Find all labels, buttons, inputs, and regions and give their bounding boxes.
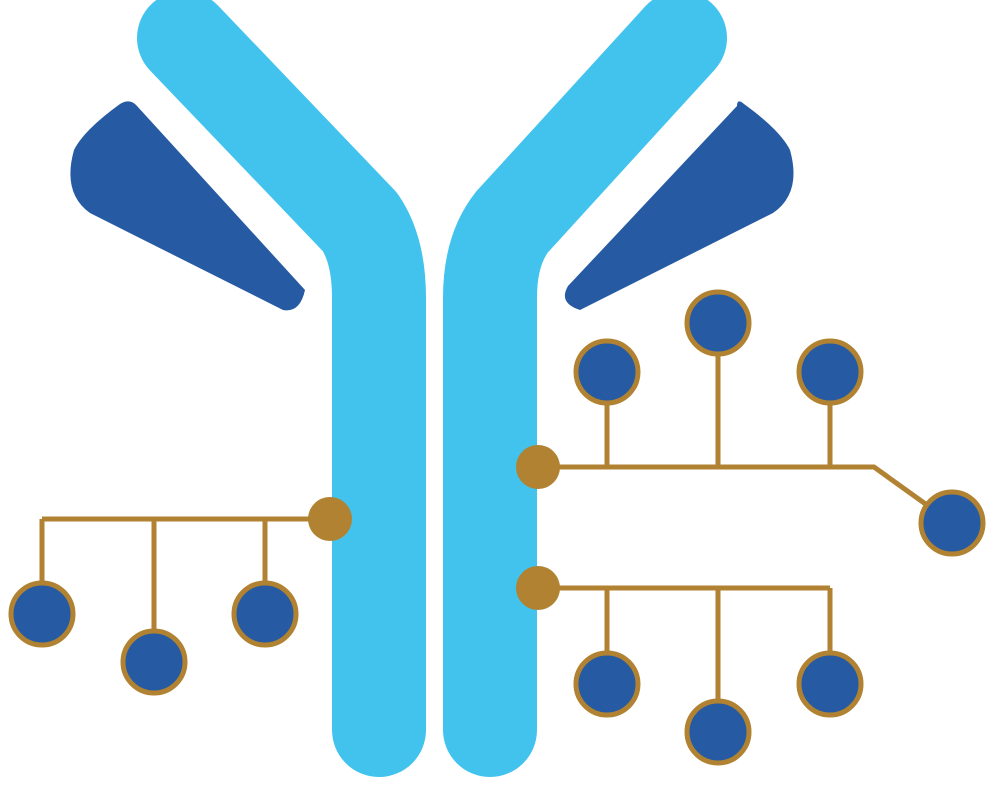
sugar-node bbox=[684, 289, 752, 357]
glycan-right-upper bbox=[516, 289, 986, 557]
light-chains bbox=[70, 101, 794, 311]
glycan-right-lower-branches bbox=[538, 585, 833, 732]
sugar-node bbox=[231, 580, 299, 648]
glycan-left bbox=[8, 497, 352, 696]
sugar-node bbox=[573, 338, 641, 406]
sugar-node bbox=[918, 489, 986, 557]
glycan-right-lower-anchor bbox=[516, 566, 560, 610]
sugar-node bbox=[684, 698, 752, 766]
glycan-right-lower bbox=[516, 566, 864, 766]
light-chain-left bbox=[70, 101, 306, 311]
sugar-node bbox=[796, 650, 864, 718]
glycan-left-anchor bbox=[308, 497, 352, 541]
sugar-node bbox=[120, 628, 188, 696]
heavy-chain-right bbox=[443, 0, 727, 777]
glycan-right-upper-anchor bbox=[516, 445, 560, 489]
heavy-chain-left bbox=[137, 0, 426, 777]
heavy-chains bbox=[137, 0, 727, 777]
sugar-node bbox=[573, 650, 641, 718]
sugar-node bbox=[796, 338, 864, 406]
light-chain-right bbox=[564, 101, 794, 310]
sugar-node bbox=[8, 580, 76, 648]
